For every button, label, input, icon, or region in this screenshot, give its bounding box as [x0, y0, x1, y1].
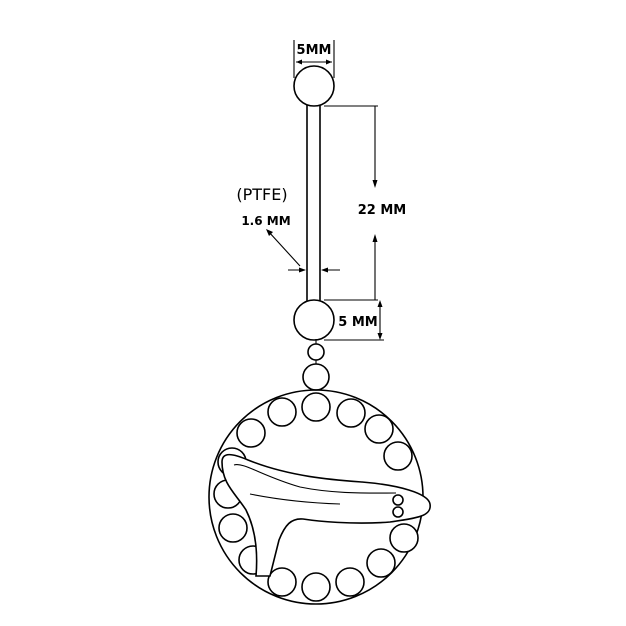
shoe-bow-bottom — [392, 506, 404, 518]
bar-gauge-dimension: (PTFE) 1.6 MM — [236, 185, 340, 273]
shoe-bow-top — [392, 494, 404, 506]
material-label: (PTFE) — [236, 185, 287, 204]
bottom-ball-dimension: 5 MM — [324, 300, 384, 341]
bar-length-label: 22 MM — [358, 203, 407, 218]
connector-chain — [302, 339, 330, 391]
charm-bead-ring — [213, 392, 419, 602]
top-ball-dimension: 5MM — [293, 40, 335, 78]
dangle-charm — [208, 389, 431, 605]
bar-gauge-label: 1.6 MM — [241, 214, 290, 228]
barbell-bar — [306, 105, 321, 302]
top-ball — [293, 65, 335, 107]
top-ball-size-label: 5MM — [297, 43, 332, 58]
bottom-ball-size-label: 5 MM — [338, 315, 377, 330]
bar-length-dimension: 22 MM — [324, 105, 407, 301]
shoe-icon — [221, 453, 431, 577]
bottom-ball — [293, 299, 335, 341]
